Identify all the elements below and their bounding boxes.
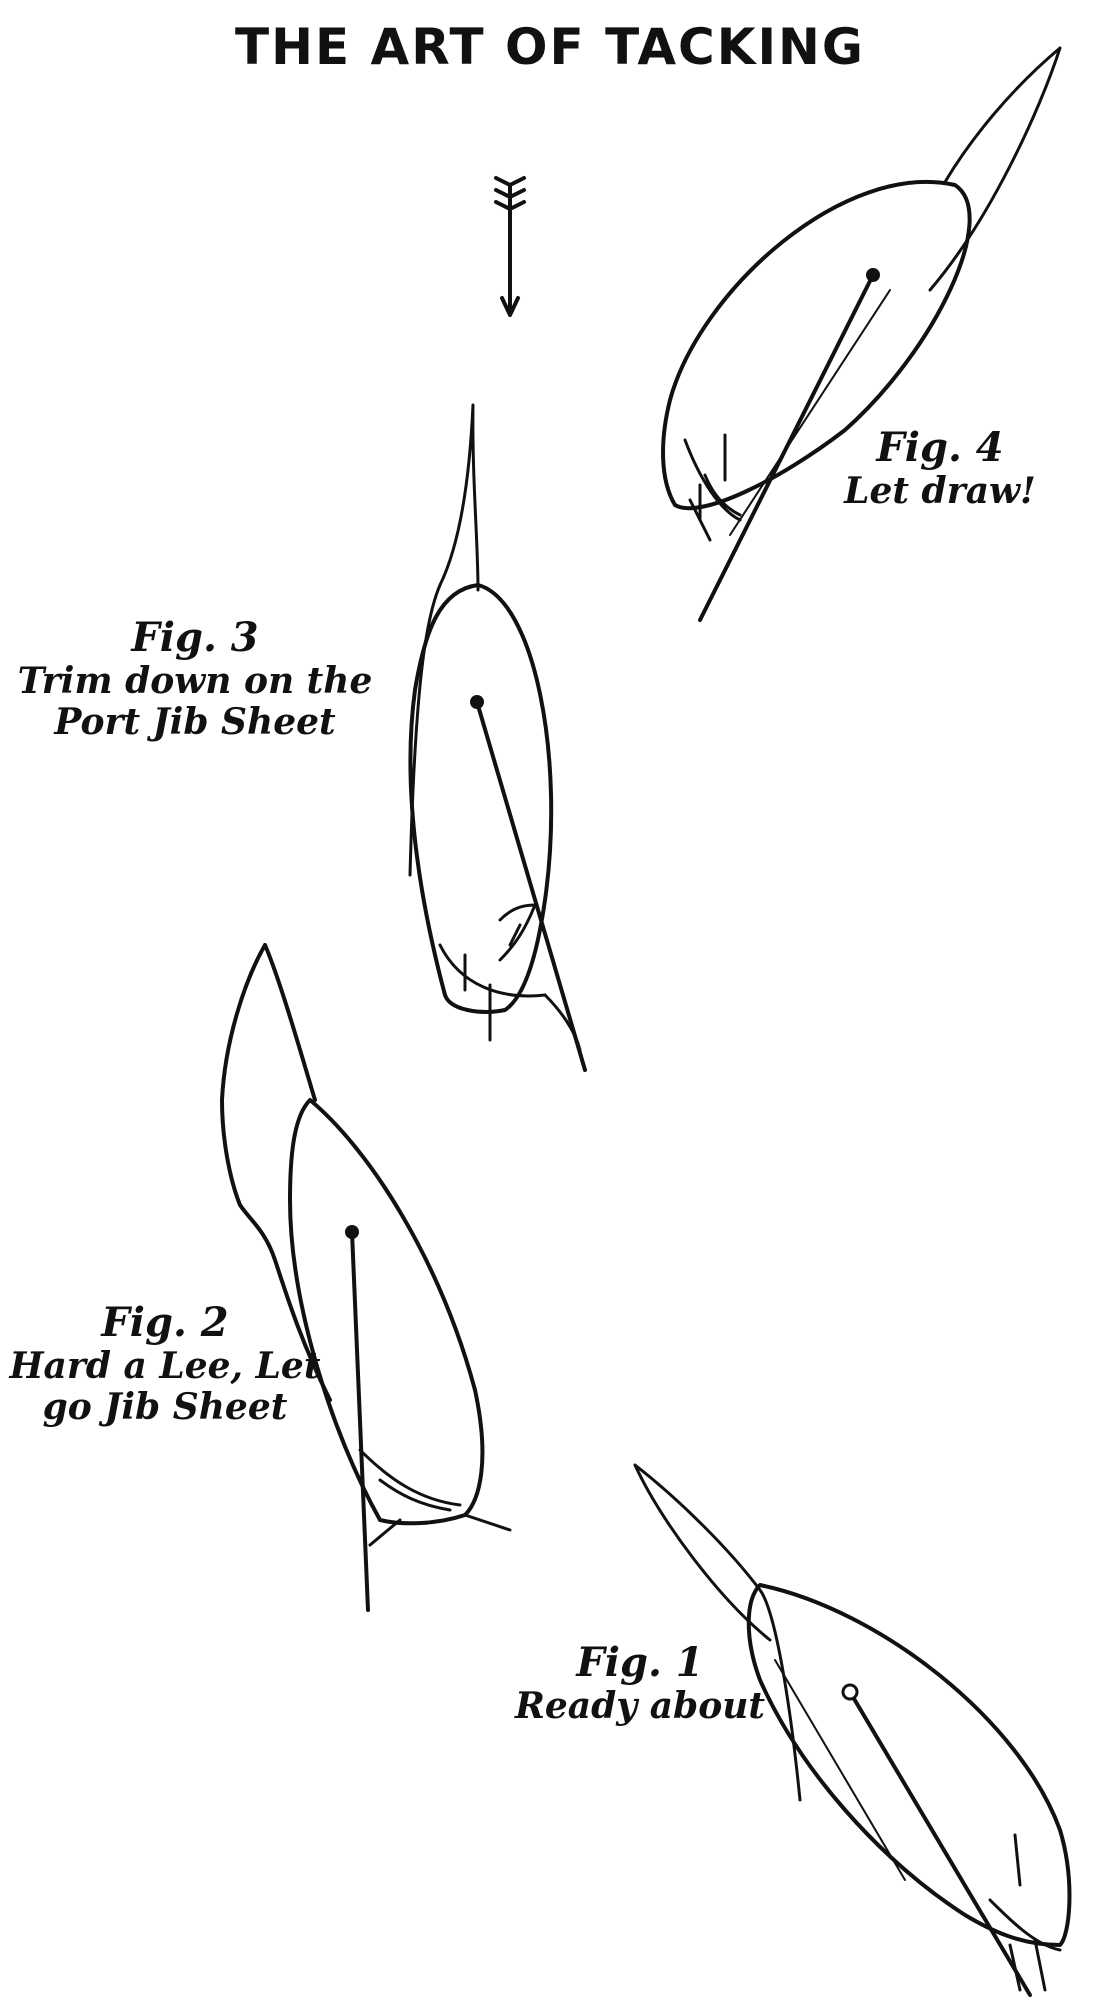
fig4-number: Fig. 4	[876, 424, 1004, 471]
fig3-number: Fig. 3	[131, 614, 259, 661]
fig1-caption: Fig. 1 Ready about	[440, 1640, 840, 1727]
wind-arrow	[494, 176, 526, 317]
fig2-number: Fig. 2	[101, 1299, 229, 1346]
fig1-number: Fig. 1	[576, 1639, 704, 1686]
boat-fig4	[661, 46, 1062, 622]
jib-sail	[928, 46, 1062, 292]
fig2-text: Hard a Lee, Let go Jib Sheet	[9, 1345, 321, 1429]
hull	[408, 583, 554, 1014]
boat-fig2	[220, 943, 512, 1612]
fig4-caption: Fig. 4 Let draw!	[820, 425, 1060, 512]
diagram-title: THE ART OF TACKING	[235, 18, 865, 76]
hull	[288, 1098, 485, 1526]
boat-fig3	[408, 403, 587, 1072]
fig4-text: Let draw!	[844, 470, 1036, 512]
mast	[470, 695, 484, 709]
mast	[345, 1225, 359, 1239]
boom	[350, 1230, 370, 1612]
hull	[746, 1583, 1072, 1947]
fig3-caption: Fig. 3 Trim down on the Port Jib Sheet	[10, 615, 380, 744]
mast	[866, 268, 880, 282]
mast	[841, 1683, 859, 1701]
fig1-text: Ready about	[514, 1685, 766, 1727]
fig2-caption: Fig. 2 Hard a Lee, Let go Jib Sheet	[0, 1300, 330, 1429]
boom	[848, 1690, 1032, 1997]
fig3-text: Trim down on the Port Jib Sheet	[17, 660, 373, 744]
jib-sail	[633, 1463, 802, 1802]
boom	[475, 700, 587, 1072]
boat-fig1	[633, 1463, 1072, 1997]
jib-sail	[408, 403, 480, 877]
jib-sail	[220, 943, 332, 1402]
hull	[661, 179, 972, 511]
